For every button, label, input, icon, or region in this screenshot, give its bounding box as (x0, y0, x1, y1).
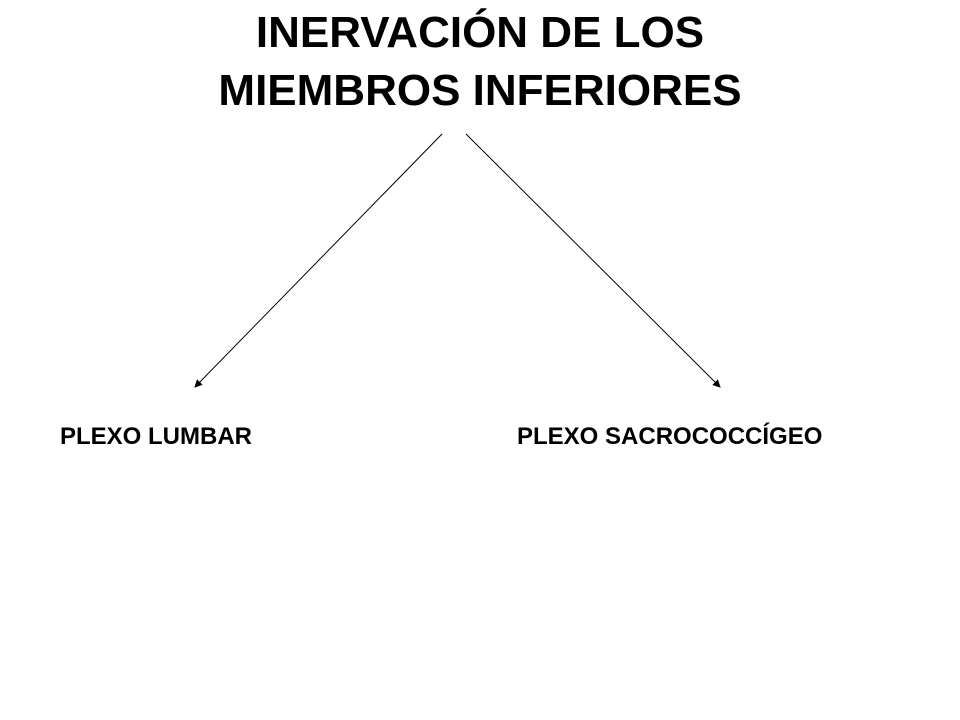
slide-title-line-1: INERVACIÓN DE LOS (255, 8, 705, 57)
arrow-to-plexo-sacrococcigeo (465, 133, 721, 388)
arrow-to-plexo-lumbar (194, 133, 443, 388)
slide-title-line-2: MIEMBROS INFERIORES (218, 66, 742, 115)
node-plexo-lumbar: PLEXO LUMBAR (60, 423, 252, 450)
node-plexo-sacrococcigeo: PLEXO SACROCOCCÍGEO (517, 423, 823, 450)
slide-title: INERVACIÓN DE LOS MIEMBROS INFERIORES (80, 4, 880, 120)
